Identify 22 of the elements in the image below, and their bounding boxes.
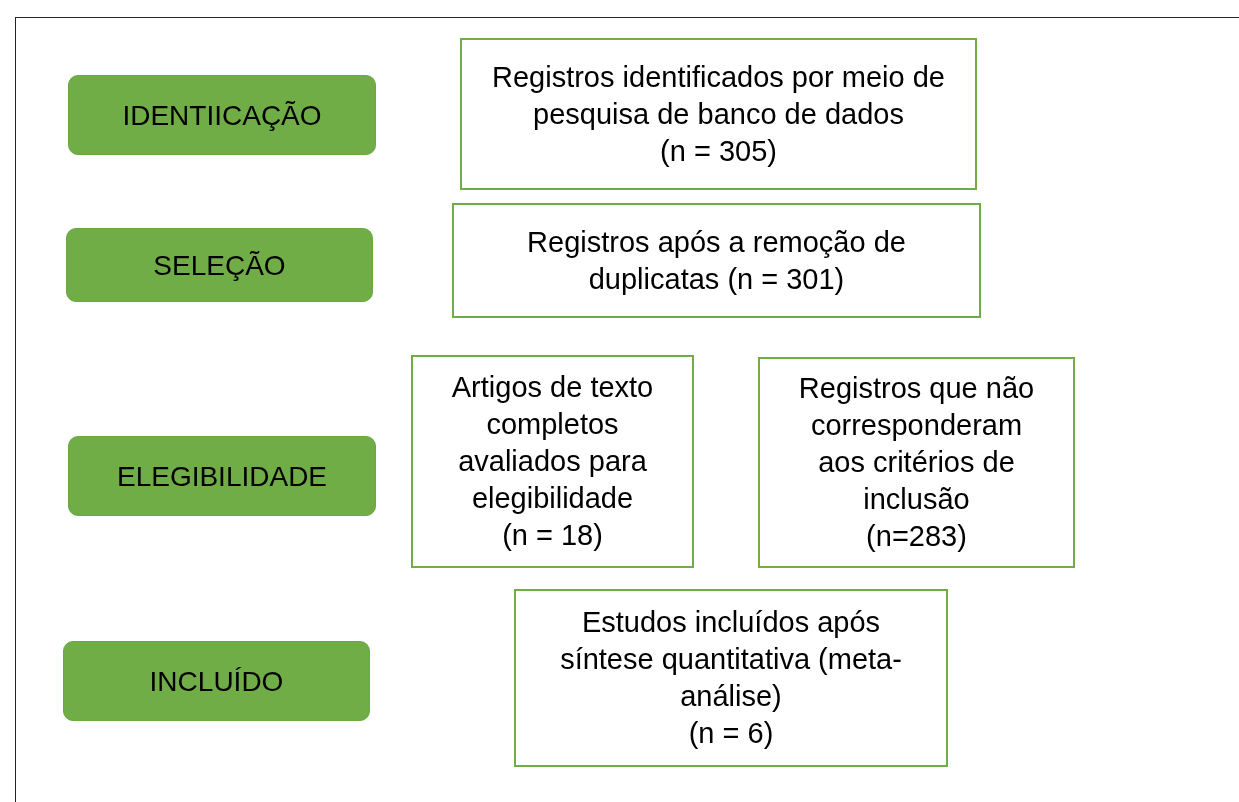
stage-name: SELEÇÃO xyxy=(153,248,286,283)
process-box xyxy=(411,355,694,568)
stage-name: ELEGIBILIDADE xyxy=(116,459,328,494)
stage-label xyxy=(66,228,373,302)
box-text: Artigos de texto completos avaliados para elegibilidade xyxy=(450,370,655,516)
box-text: (n = 18) xyxy=(502,518,603,553)
process-box xyxy=(514,589,948,767)
stage-label xyxy=(68,436,376,516)
stage-name: IDENTIICAÇÃO xyxy=(122,98,322,133)
process-box xyxy=(460,38,977,190)
stage-label xyxy=(68,75,376,155)
box-text: Registros identificados por meio de pesquisa de banco de dados xyxy=(491,59,946,132)
box-text: Registros que não corresponderam aos critérios de inclusão xyxy=(797,371,1036,517)
process-box xyxy=(452,203,981,318)
box-text: Estudos incluídos após síntese quantitativa (meta- análise) xyxy=(559,605,903,714)
box-text: (n = 6) xyxy=(688,716,774,751)
box-text: Registros após a remoção de duplicatas (n = 301) xyxy=(526,224,907,297)
box-text: (n = 305) xyxy=(660,133,777,169)
process-box xyxy=(758,357,1075,568)
box-text: (n=283) xyxy=(866,519,967,554)
stage-name: INCLUÍDO xyxy=(149,664,284,699)
stage-label xyxy=(63,641,370,721)
